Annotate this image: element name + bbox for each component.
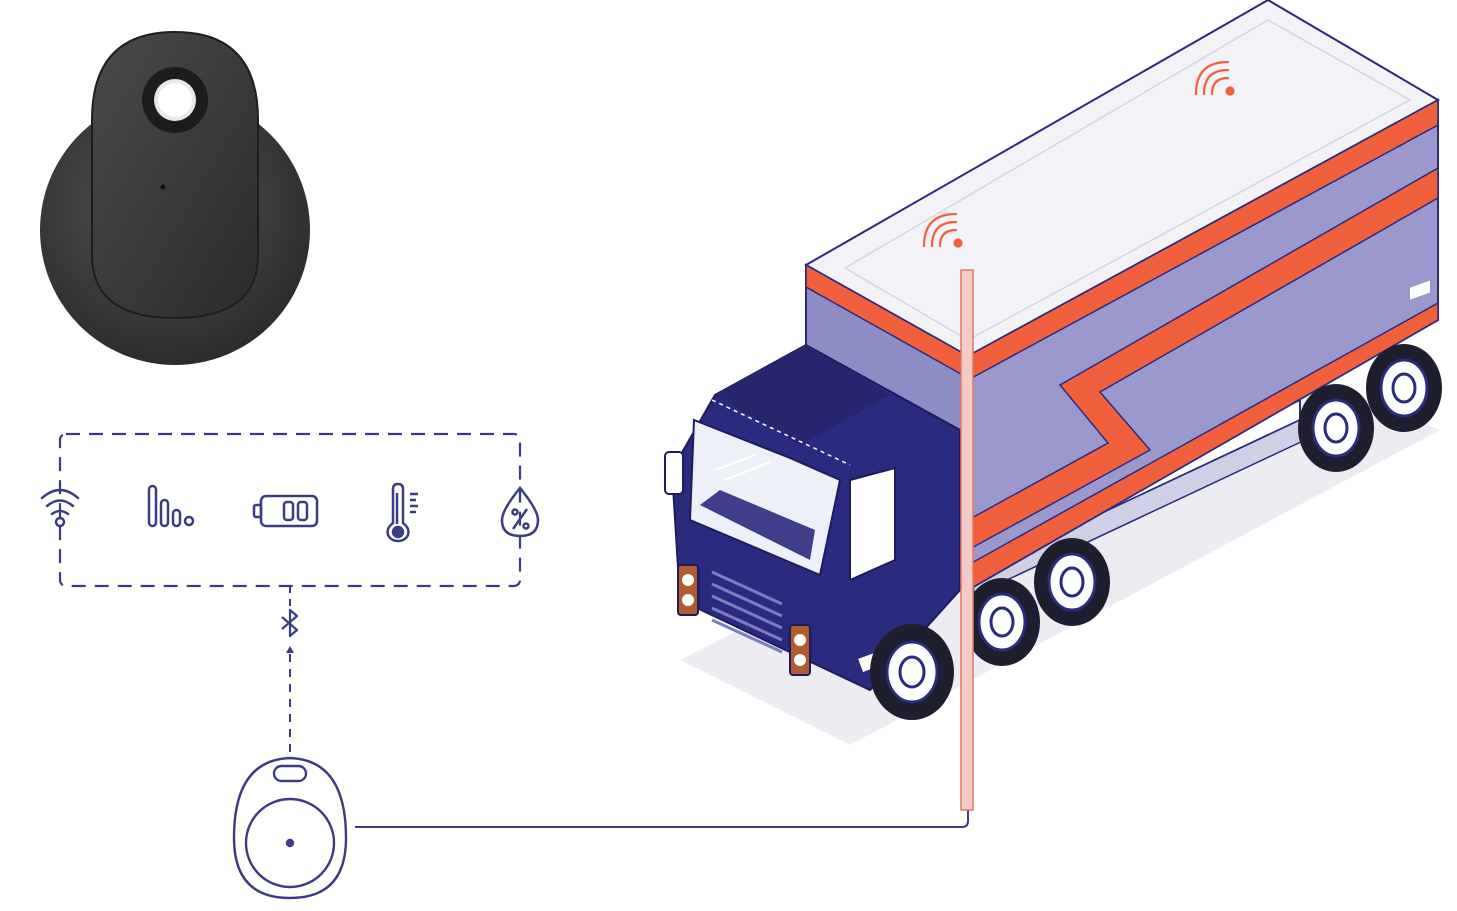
bluetooth-icon [282,610,297,636]
signal-strength-icon [149,486,193,526]
sensor-data-panel [42,434,538,586]
battery-icon [254,496,317,526]
tag-to-truck-connector [355,800,968,827]
bluetooth-link [282,586,297,752]
thermometer-icon [388,484,418,541]
beacon-device-photo [40,32,310,365]
truck-illustration [665,0,1442,745]
beacon-tag-outline [234,758,346,898]
sensor-pole [961,270,973,810]
